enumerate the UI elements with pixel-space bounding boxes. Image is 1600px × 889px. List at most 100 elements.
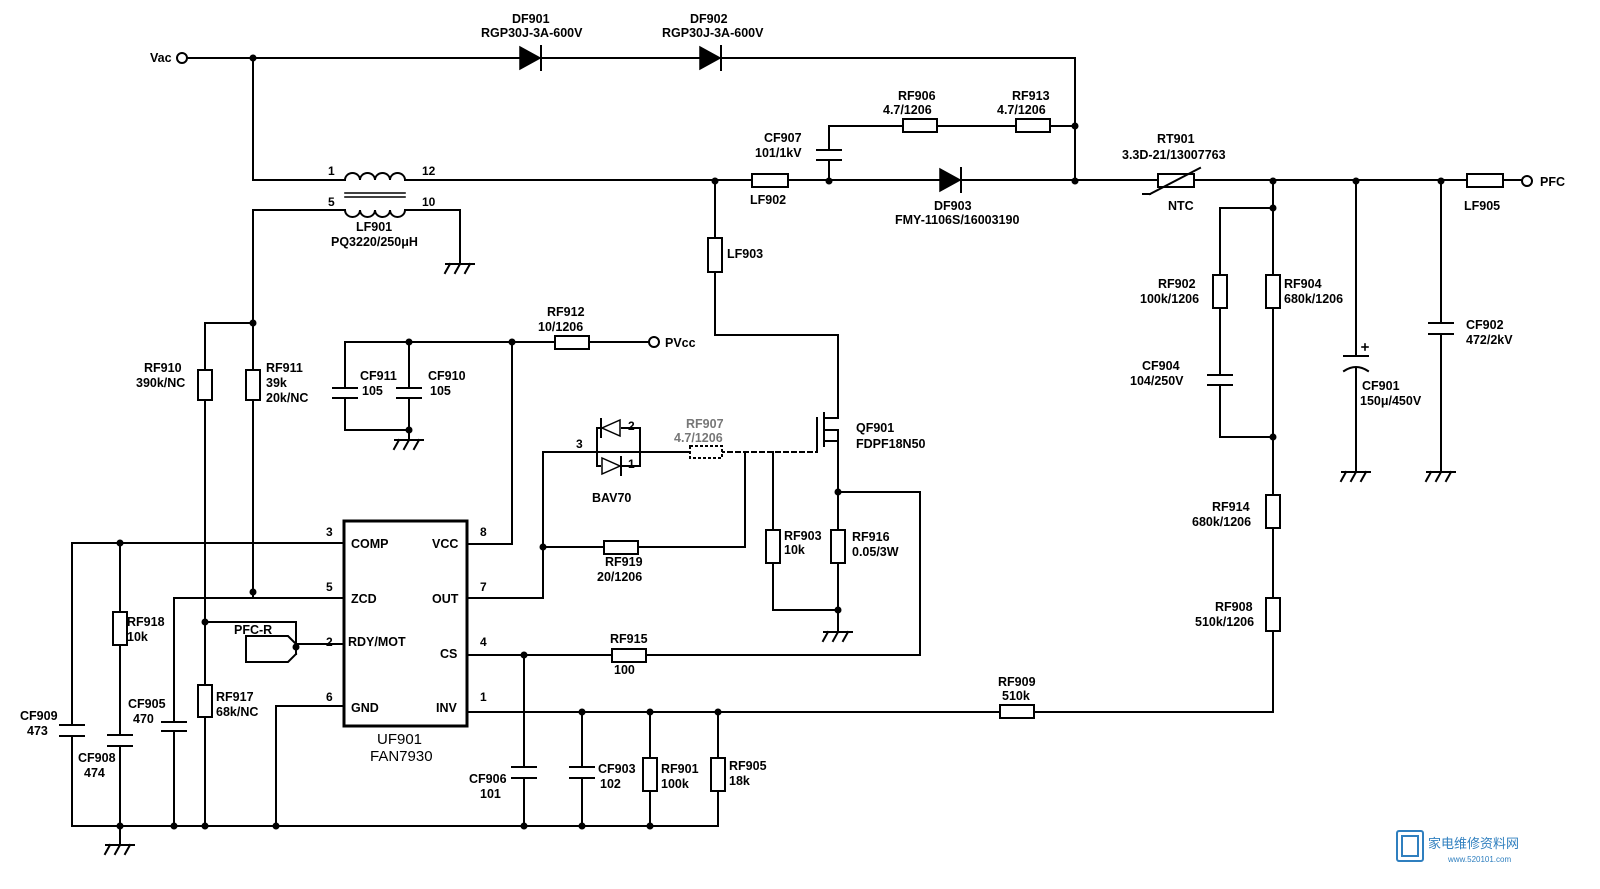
rf908-value: 510k/1206 — [1195, 615, 1254, 629]
cf903-value: 102 — [600, 777, 621, 791]
ic-uf901 — [342, 519, 469, 728]
diode-df902 — [699, 45, 722, 71]
resistor-rf919 — [603, 540, 639, 555]
ic-pin-out-name: OUT — [432, 592, 459, 606]
junction-dot — [646, 822, 654, 830]
cf904-ref: CF904 — [1142, 359, 1180, 373]
dual-diode-bav70 — [542, 418, 641, 593]
ic-pin-6-num: 6 — [326, 690, 333, 704]
rf901-ref: RF901 — [661, 762, 699, 776]
ic-pin-wires — [71, 542, 1001, 827]
df903-ref: DF903 — [934, 199, 972, 213]
ic-pin-inv-name: INV — [436, 701, 458, 715]
inductor-lf901 — [252, 172, 716, 263]
junction-dot — [714, 708, 722, 716]
ground-symbol — [1424, 470, 1456, 483]
vac-label: Vac — [150, 51, 172, 65]
capacitor-cf903 — [569, 766, 595, 779]
inductor-lf903 — [707, 237, 723, 273]
ic-pin-cs-name: CS — [440, 647, 457, 661]
rf919-value: 20/1206 — [597, 570, 642, 584]
resistor-rf904 — [1265, 274, 1281, 309]
rf904-ref: RF904 — [1284, 277, 1322, 291]
vac-terminal — [176, 52, 188, 64]
resistor-rf905 — [710, 757, 726, 792]
resistor-rf907 — [689, 445, 723, 459]
watermark-url: www.520101.com — [1447, 855, 1511, 864]
cf901-value: 150μ/450V — [1360, 394, 1422, 408]
rt901-type: NTC — [1168, 199, 1194, 213]
resistor-rf914 — [1265, 494, 1281, 529]
ic-pin-rdy-name: RDY/MOT — [348, 635, 406, 649]
resistor-rf911 — [245, 369, 261, 401]
ground-symbol — [821, 630, 853, 643]
cf909-value: 473 — [27, 724, 48, 738]
junction-dot — [405, 426, 413, 434]
lf903-ref: LF903 — [727, 247, 763, 261]
bav70-pin-3: 3 — [576, 437, 583, 451]
cf911-value: 105 — [362, 384, 383, 398]
junction-dot — [292, 643, 300, 651]
resistor-rf901 — [642, 757, 658, 792]
diode-df903 — [939, 167, 962, 193]
rf917-value: 68k/NC — [216, 705, 258, 719]
resistor-rf909 — [999, 704, 1035, 719]
pvcc-terminal — [648, 336, 660, 348]
mosfet-qf901 — [816, 412, 839, 493]
junction-dot — [201, 822, 209, 830]
junction-dot — [508, 338, 516, 346]
resistor-rf908 — [1265, 597, 1281, 632]
capacitor-cf901 — [1342, 343, 1370, 373]
pfc-terminal — [1521, 175, 1533, 187]
rf910-ref: RF910 — [144, 361, 182, 375]
uf901-ref: UF901 — [377, 731, 422, 748]
rf904-value: 680k/1206 — [1284, 292, 1343, 306]
pvcc-label: PVcc — [665, 336, 696, 350]
rf911-ref: RF911 — [266, 361, 303, 375]
ic-pin-1-num: 1 — [480, 690, 487, 704]
inv-network-wires — [71, 654, 719, 827]
junction-dot — [170, 822, 178, 830]
rf916-value: 0.05/3W — [852, 545, 899, 559]
top-rail-wires — [186, 57, 1076, 182]
diode-df901 — [519, 45, 542, 71]
rf917-ref: RF917 — [216, 690, 254, 704]
capacitor-cf906 — [511, 766, 537, 779]
ic-pin-gnd-name: GND — [351, 701, 379, 715]
ic-pin-zcd-name: ZCD — [351, 592, 377, 606]
df903-value: FMY-1106S/16003190 — [895, 213, 1019, 227]
rf907-ref: RF907 — [686, 417, 724, 431]
junction-dot — [520, 822, 528, 830]
resistor-rf910 — [197, 369, 213, 401]
rf919-ref: RF919 — [605, 555, 643, 569]
rf906-ref: RF906 — [898, 89, 936, 103]
junction-dot — [249, 54, 257, 62]
thermistor-rt901 — [1142, 166, 1484, 196]
ground-symbol — [1339, 470, 1371, 483]
resistor-rf906 — [902, 118, 938, 133]
rf913-ref: RF913 — [1012, 89, 1050, 103]
rf911-value: 39k — [266, 376, 287, 390]
rf902-value: 100k/1206 — [1140, 292, 1199, 306]
resistor-rf915 — [611, 648, 647, 663]
rf902-ref: RF902 — [1158, 277, 1196, 291]
rf912-ref: RF912 — [547, 305, 585, 319]
rf901-value: 100k — [661, 777, 689, 791]
watermark-text: 家电维修资料网 — [1428, 836, 1519, 851]
resistor-rf912 — [554, 335, 590, 350]
capacitor-cf904 — [1207, 374, 1233, 386]
rf908-ref: RF908 — [1215, 600, 1253, 614]
rf907-value: 4.7/1206 — [674, 431, 723, 445]
junction-dot — [834, 606, 842, 614]
rf915-value: 100 — [614, 663, 635, 677]
lf905-ref: LF905 — [1464, 199, 1500, 213]
cf905-ref: CF905 — [128, 697, 166, 711]
pfc-r-label: PFC-R — [234, 623, 272, 637]
qf901-ref: QF901 — [856, 421, 894, 435]
rf910-rf911-wires — [204, 209, 254, 827]
cf906-ref: CF906 — [469, 772, 507, 786]
cf905-value: 470 — [133, 712, 154, 726]
cf909-ref: CF909 — [20, 709, 58, 723]
capacitor-cf902 — [1428, 322, 1454, 335]
